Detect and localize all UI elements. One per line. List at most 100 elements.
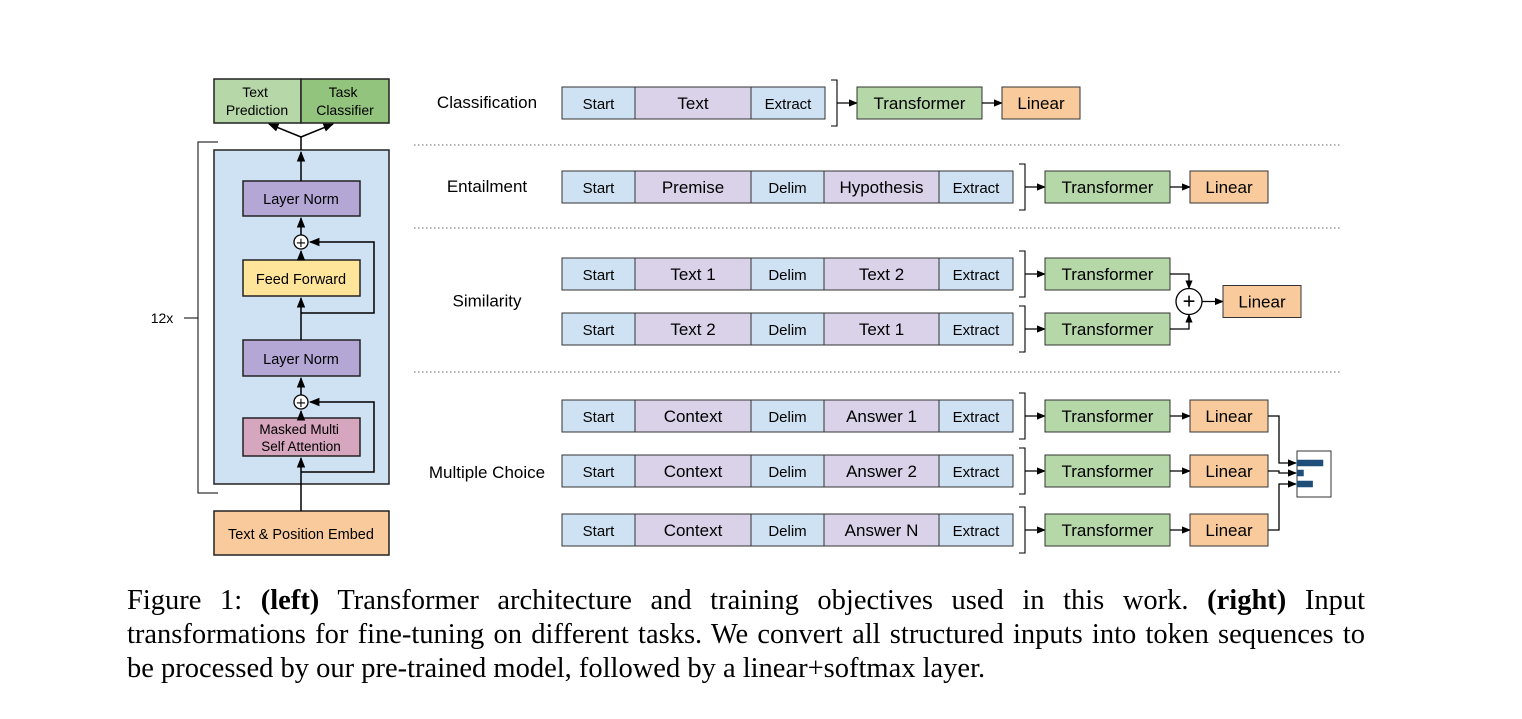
token-premise [634,170,752,204]
token-label: Text 1 [859,320,904,339]
token-text-2 [634,312,752,346]
layer-norm-top-label: Layer Norm [263,192,339,208]
text-prediction-head [213,78,302,124]
token-label: Answer 1 [846,407,917,426]
linear-box [1001,86,1081,120]
token-label: Start [583,267,616,284]
choice-arrow [1268,469,1297,477]
feed-forward-label: Feed Forward [256,272,346,288]
transformer-box [1044,399,1171,433]
token-extract [750,86,826,120]
token-context [634,454,752,488]
layer-norm-bottom [242,339,361,377]
token-label: Delim [768,464,806,481]
token-context [634,399,752,433]
token-delim [750,513,825,547]
token-label: Delim [768,409,806,426]
attention-label: Masked Multi Self Attention [259,422,342,454]
transformer-box [1044,257,1171,291]
linear-box [1189,454,1269,488]
token-text [634,86,752,120]
token-label: Text 1 [670,265,715,284]
softmax-bar [1296,480,1313,488]
token-label: Start [583,180,616,197]
token-label: Context [664,462,723,481]
linear-box-label: Linear [1205,407,1253,426]
token-label: Extract [953,464,1001,481]
feed-forward [242,259,361,297]
row-bracket [1019,506,1026,554]
token-label: Extract [953,180,1001,197]
task-classifier-head [300,78,390,124]
token-label: Start [583,96,616,113]
transformer-box-label: Transformer [874,94,966,113]
transformer-box-label: Transformer [1062,265,1154,284]
token-delim [750,170,825,204]
token-extract [938,170,1014,204]
token-extract [938,399,1014,433]
caption-right-tag: (right) [1207,585,1287,616]
repeat-label: 12x [151,310,174,326]
layer-norm-top [242,180,361,217]
linear-box-label: Linear [1238,293,1286,312]
token-start [561,399,636,433]
row-bracket [1019,163,1026,211]
caption-left-tag: (left) [260,585,320,616]
token-delim [750,399,825,433]
transformer-box-label: Transformer [1062,320,1154,339]
linear-box [1189,170,1269,204]
linear-box [1189,513,1269,547]
task-label-similarity: Similarity [453,292,522,311]
token-label: Extract [953,409,1001,426]
token-start [561,170,636,204]
token-label: Extract [953,267,1001,284]
token-label: Answer 2 [846,462,917,481]
token-start [561,513,636,547]
token-delim [750,257,825,291]
merge-arrow [1170,273,1193,290]
token-extract [938,312,1014,346]
embed-label: Text & Position Embed [228,527,374,543]
token-delim [750,312,825,346]
transformer-box [1044,513,1171,547]
token-answer-2 [823,454,940,488]
token-start [561,312,636,346]
token-label: Context [664,407,723,426]
token-label: Start [583,523,616,540]
choice-arrow [1268,415,1297,467]
transformer-box [856,86,983,120]
softmax-bar [1296,469,1304,477]
token-label: Extract [765,96,813,113]
row-bracket [1019,447,1026,495]
transformer-box [1044,170,1171,204]
svg-text:+: + [296,396,307,411]
token-extract [938,257,1014,291]
task-label-entailment: Entailment [447,177,528,196]
linear-box-label: Linear [1017,94,1065,113]
linear-box-label: Linear [1205,178,1253,197]
token-label: Text 2 [859,265,904,284]
caption-part2: Input transformations for fine-tuning on… [127,585,1366,684]
row-bracket [1019,250,1026,298]
token-label: Extract [953,322,1001,339]
svg-text:+: + [296,236,307,251]
transformer-architecture: 12x Text Prediction Task Classifier Laye… [151,78,390,556]
token-label: Context [664,521,723,540]
caption-label: Figure 1: [127,585,243,616]
add-symbol: + [1183,289,1196,314]
token-answer-n [823,513,940,547]
row-bracket [1019,392,1026,440]
row-bracket [831,79,838,127]
transformer-box-label: Transformer [1062,407,1154,426]
token-label: Delim [768,267,806,284]
transformer-box-label: Transformer [1062,462,1154,481]
token-label: Delim [768,180,806,197]
transformer-box-label: Transformer [1062,178,1154,197]
token-label: Text [677,94,708,113]
token-label: Delim [768,322,806,339]
caption-part1: Transformer architecture and training ob… [337,585,1189,616]
token-extract [938,454,1014,488]
token-text-1 [823,312,940,346]
token-label: Premise [662,178,724,197]
token-text-1 [634,257,752,291]
